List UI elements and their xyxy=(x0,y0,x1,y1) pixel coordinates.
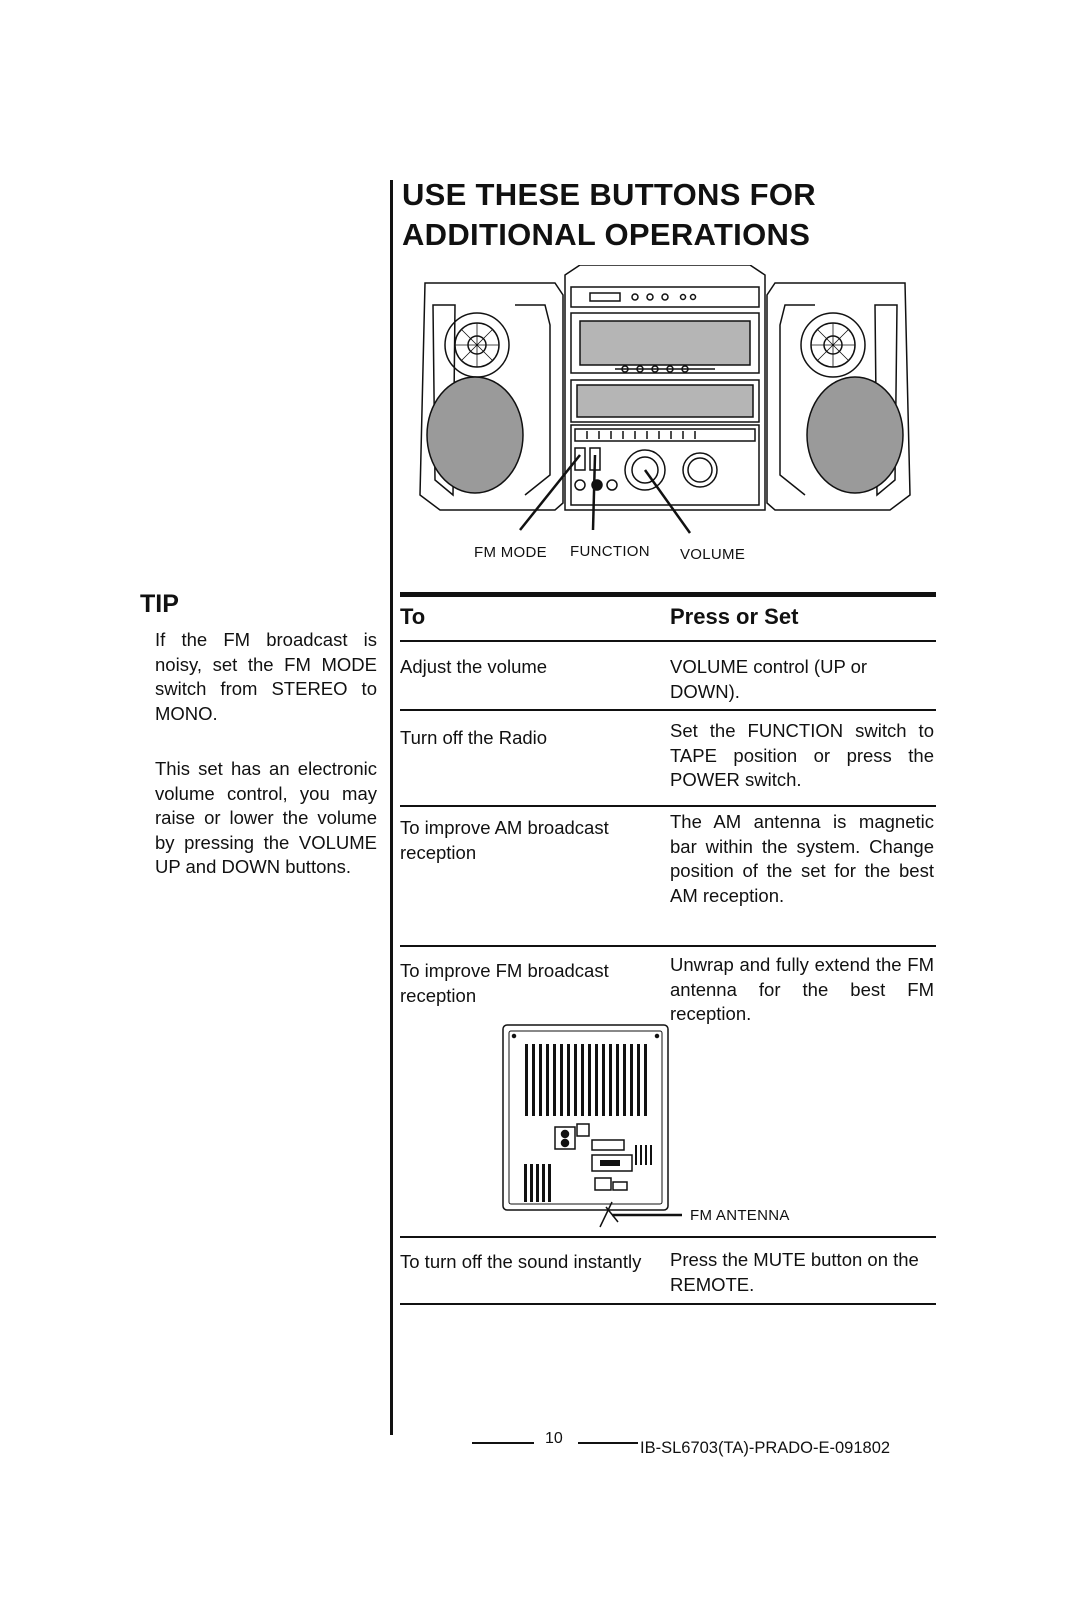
table-row-to: To improve FM broadcast reception xyxy=(400,960,609,1006)
page-number: 10 xyxy=(545,1430,563,1447)
table-row-press: The AM antenna is magnetic bar within th… xyxy=(670,811,934,906)
column-header-press-or-set: Press or Set xyxy=(670,604,799,629)
footer-rule-left xyxy=(472,1442,534,1444)
column-divider xyxy=(390,180,393,1435)
table-row-to: To turn off the sound instantly xyxy=(400,1251,642,1272)
table-top-rule xyxy=(400,592,936,597)
fm-mode-label: FM MODE xyxy=(474,544,547,561)
title-line-1: USE THESE BUTTONS FOR xyxy=(402,177,816,212)
document-code: IB-SL6703(TA)-PRADO-E-091802 xyxy=(640,1439,891,1457)
table-row-to: Turn off the Radio xyxy=(400,727,548,748)
table-row-rule xyxy=(400,709,936,711)
tip-paragraph-2: This set has an electronic volume contro… xyxy=(155,758,377,877)
table-row-rule xyxy=(400,805,936,807)
table-row-press: VOLUME control (UP or DOWN). xyxy=(670,656,868,702)
tip-heading: TIP xyxy=(140,590,179,618)
table-row-press: Press the MUTE button on the REMOTE. xyxy=(670,1249,919,1295)
table-row-press: Set the FUNCTION switch to TAPE position… xyxy=(670,720,934,790)
stereo-front-illustration xyxy=(419,265,911,534)
column-header-to: To xyxy=(400,604,426,629)
table-bottom-rule xyxy=(400,1303,936,1305)
table-row-to: To improve AM broadcast reception xyxy=(400,817,609,863)
volume-label: VOLUME xyxy=(680,546,746,563)
footer-rule-right xyxy=(578,1442,638,1444)
table-row-to: Adjust the volume xyxy=(400,656,548,677)
fm-antenna-label: FM ANTENNA xyxy=(690,1207,790,1224)
table-row-press: Unwrap and fully extend the FM antenna f… xyxy=(670,954,934,1024)
table-row-rule xyxy=(400,1236,936,1238)
tip-paragraph-1: If the FM broadcast is noisy, set the FM… xyxy=(155,629,377,724)
title-line-2: ADDITIONAL OPERATIONS xyxy=(402,217,811,252)
page-title: USE THESE BUTTONS FOR ADDITIONAL OPERATI… xyxy=(402,175,962,255)
stereo-back-panel-illustration xyxy=(502,1024,682,1228)
table-header-rule xyxy=(400,640,936,642)
table-row-rule xyxy=(400,945,936,947)
function-label: FUNCTION xyxy=(570,543,650,560)
